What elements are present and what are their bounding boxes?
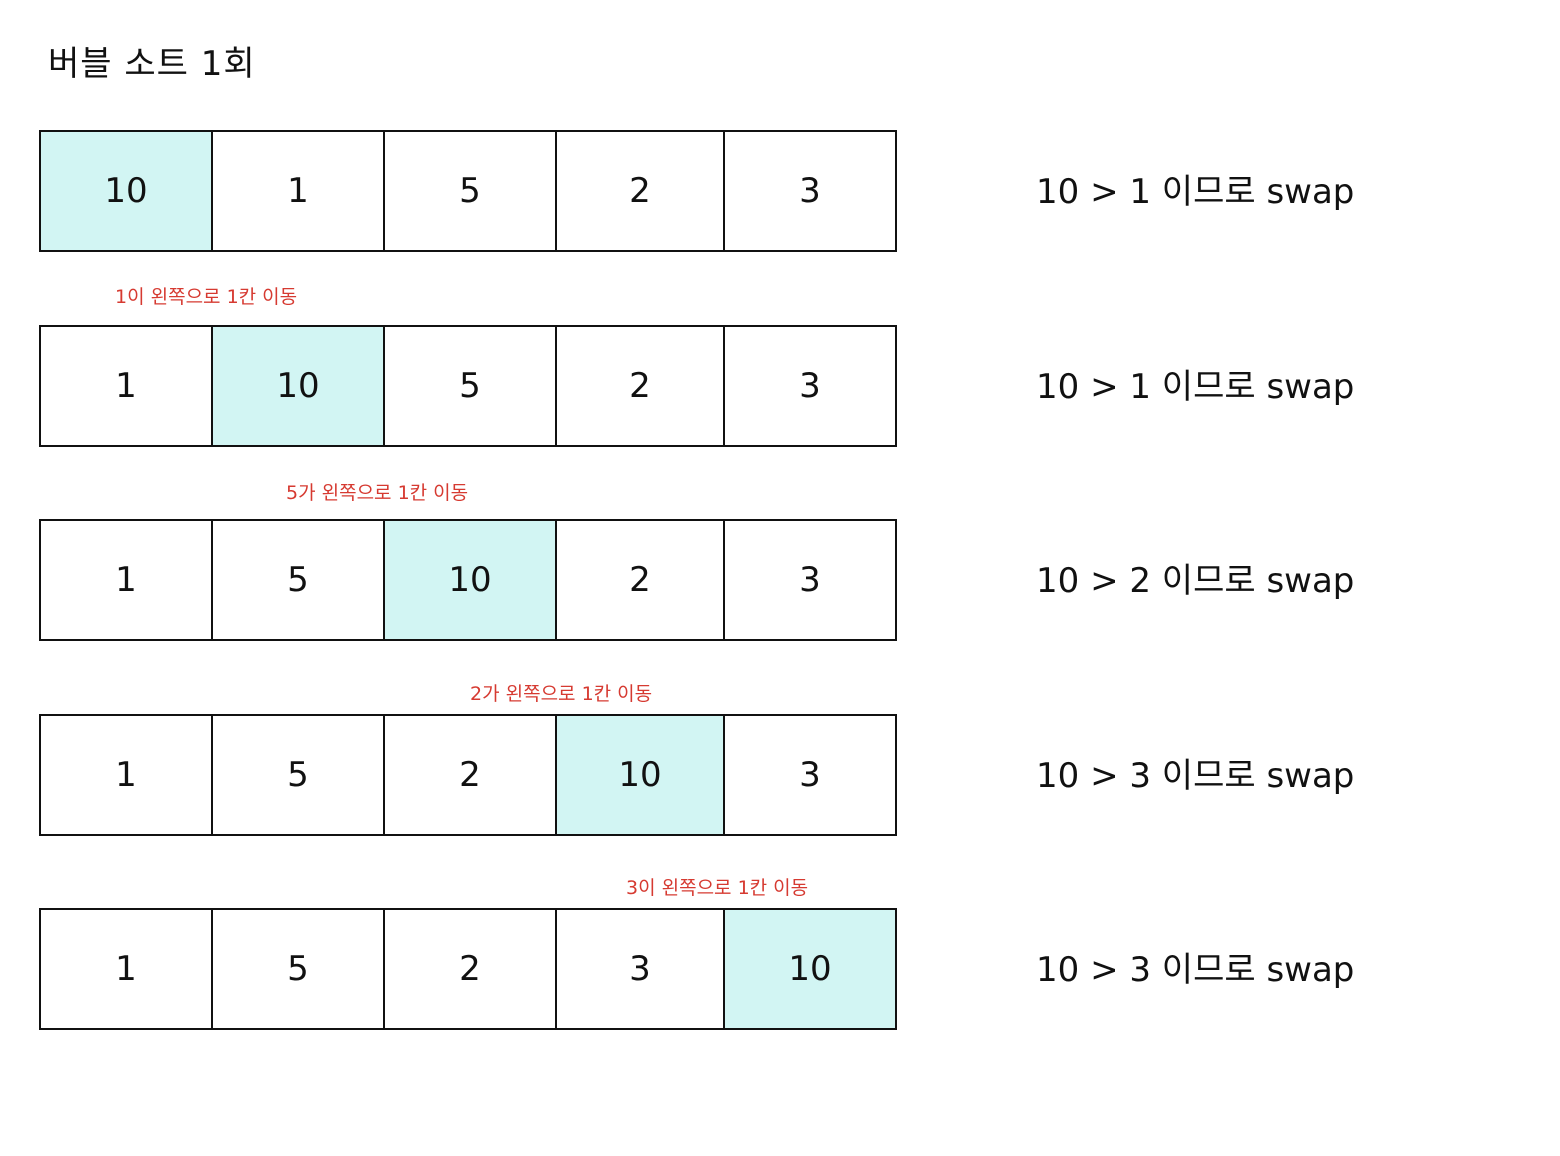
array-cell: 1: [41, 521, 213, 639]
highlighted-cell: 10: [557, 716, 725, 834]
comparison-text: 10 > 1 이므로 swap: [1036, 367, 1355, 407]
array-cell: 5: [213, 521, 385, 639]
step-3: 5가 왼쪽으로 1칸 이동 1 5 10 2 3 10 > 2 이므로 swap: [0, 479, 1560, 641]
array-cell: 1: [213, 132, 385, 250]
move-note: 1이 왼쪽으로 1칸 이동: [115, 286, 298, 308]
array-row: 1 5 2 3 10: [39, 908, 897, 1030]
array-cell: 3: [725, 716, 895, 834]
comparison-text: 10 > 3 이므로 swap: [1036, 950, 1355, 990]
array-cell: 3: [557, 910, 725, 1028]
array-cell: 2: [557, 132, 725, 250]
page-title: 버블 소트 1회: [48, 44, 256, 84]
array-cell: 2: [385, 716, 557, 834]
comparison-text: 10 > 2 이므로 swap: [1036, 561, 1355, 601]
array-row: 1 5 10 2 3: [39, 519, 897, 641]
array-cell: 5: [385, 327, 557, 445]
array-cell: 1: [41, 910, 213, 1028]
highlighted-cell: 10: [213, 327, 385, 445]
array-cell: 3: [725, 132, 895, 250]
array-cell: 3: [725, 327, 895, 445]
array-row: 1 5 2 10 3: [39, 714, 897, 836]
array-cell: 3: [725, 521, 895, 639]
highlighted-cell: 10: [41, 132, 213, 250]
step-1: 10 1 5 2 3 10 > 1 이므로 swap: [0, 90, 1560, 252]
array-cell: 1: [41, 716, 213, 834]
array-cell: 2: [557, 521, 725, 639]
comparison-text: 10 > 1 이므로 swap: [1036, 172, 1355, 212]
step-2: 1이 왼쪽으로 1칸 이동 1 10 5 2 3 10 > 1 이므로 swap: [0, 285, 1560, 447]
move-note: 2가 왼쪽으로 1칸 이동: [470, 683, 653, 705]
array-cell: 5: [213, 910, 385, 1028]
array-cell: 5: [213, 716, 385, 834]
comparison-text: 10 > 3 이므로 swap: [1036, 756, 1355, 796]
move-note: 5가 왼쪽으로 1칸 이동: [286, 482, 469, 504]
move-note: 3이 왼쪽으로 1칸 이동: [626, 877, 809, 899]
array-cell: 1: [41, 327, 213, 445]
array-row: 10 1 5 2 3: [39, 130, 897, 252]
highlighted-cell: 10: [385, 521, 557, 639]
step-4: 2가 왼쪽으로 1칸 이동 1 5 2 10 3 10 > 3 이므로 swap: [0, 674, 1560, 836]
array-row: 1 10 5 2 3: [39, 325, 897, 447]
highlighted-cell: 10: [725, 910, 895, 1028]
step-5: 3이 왼쪽으로 1칸 이동 1 5 2 3 10 10 > 3 이므로 swap: [0, 868, 1560, 1030]
array-cell: 2: [385, 910, 557, 1028]
array-cell: 2: [557, 327, 725, 445]
array-cell: 5: [385, 132, 557, 250]
